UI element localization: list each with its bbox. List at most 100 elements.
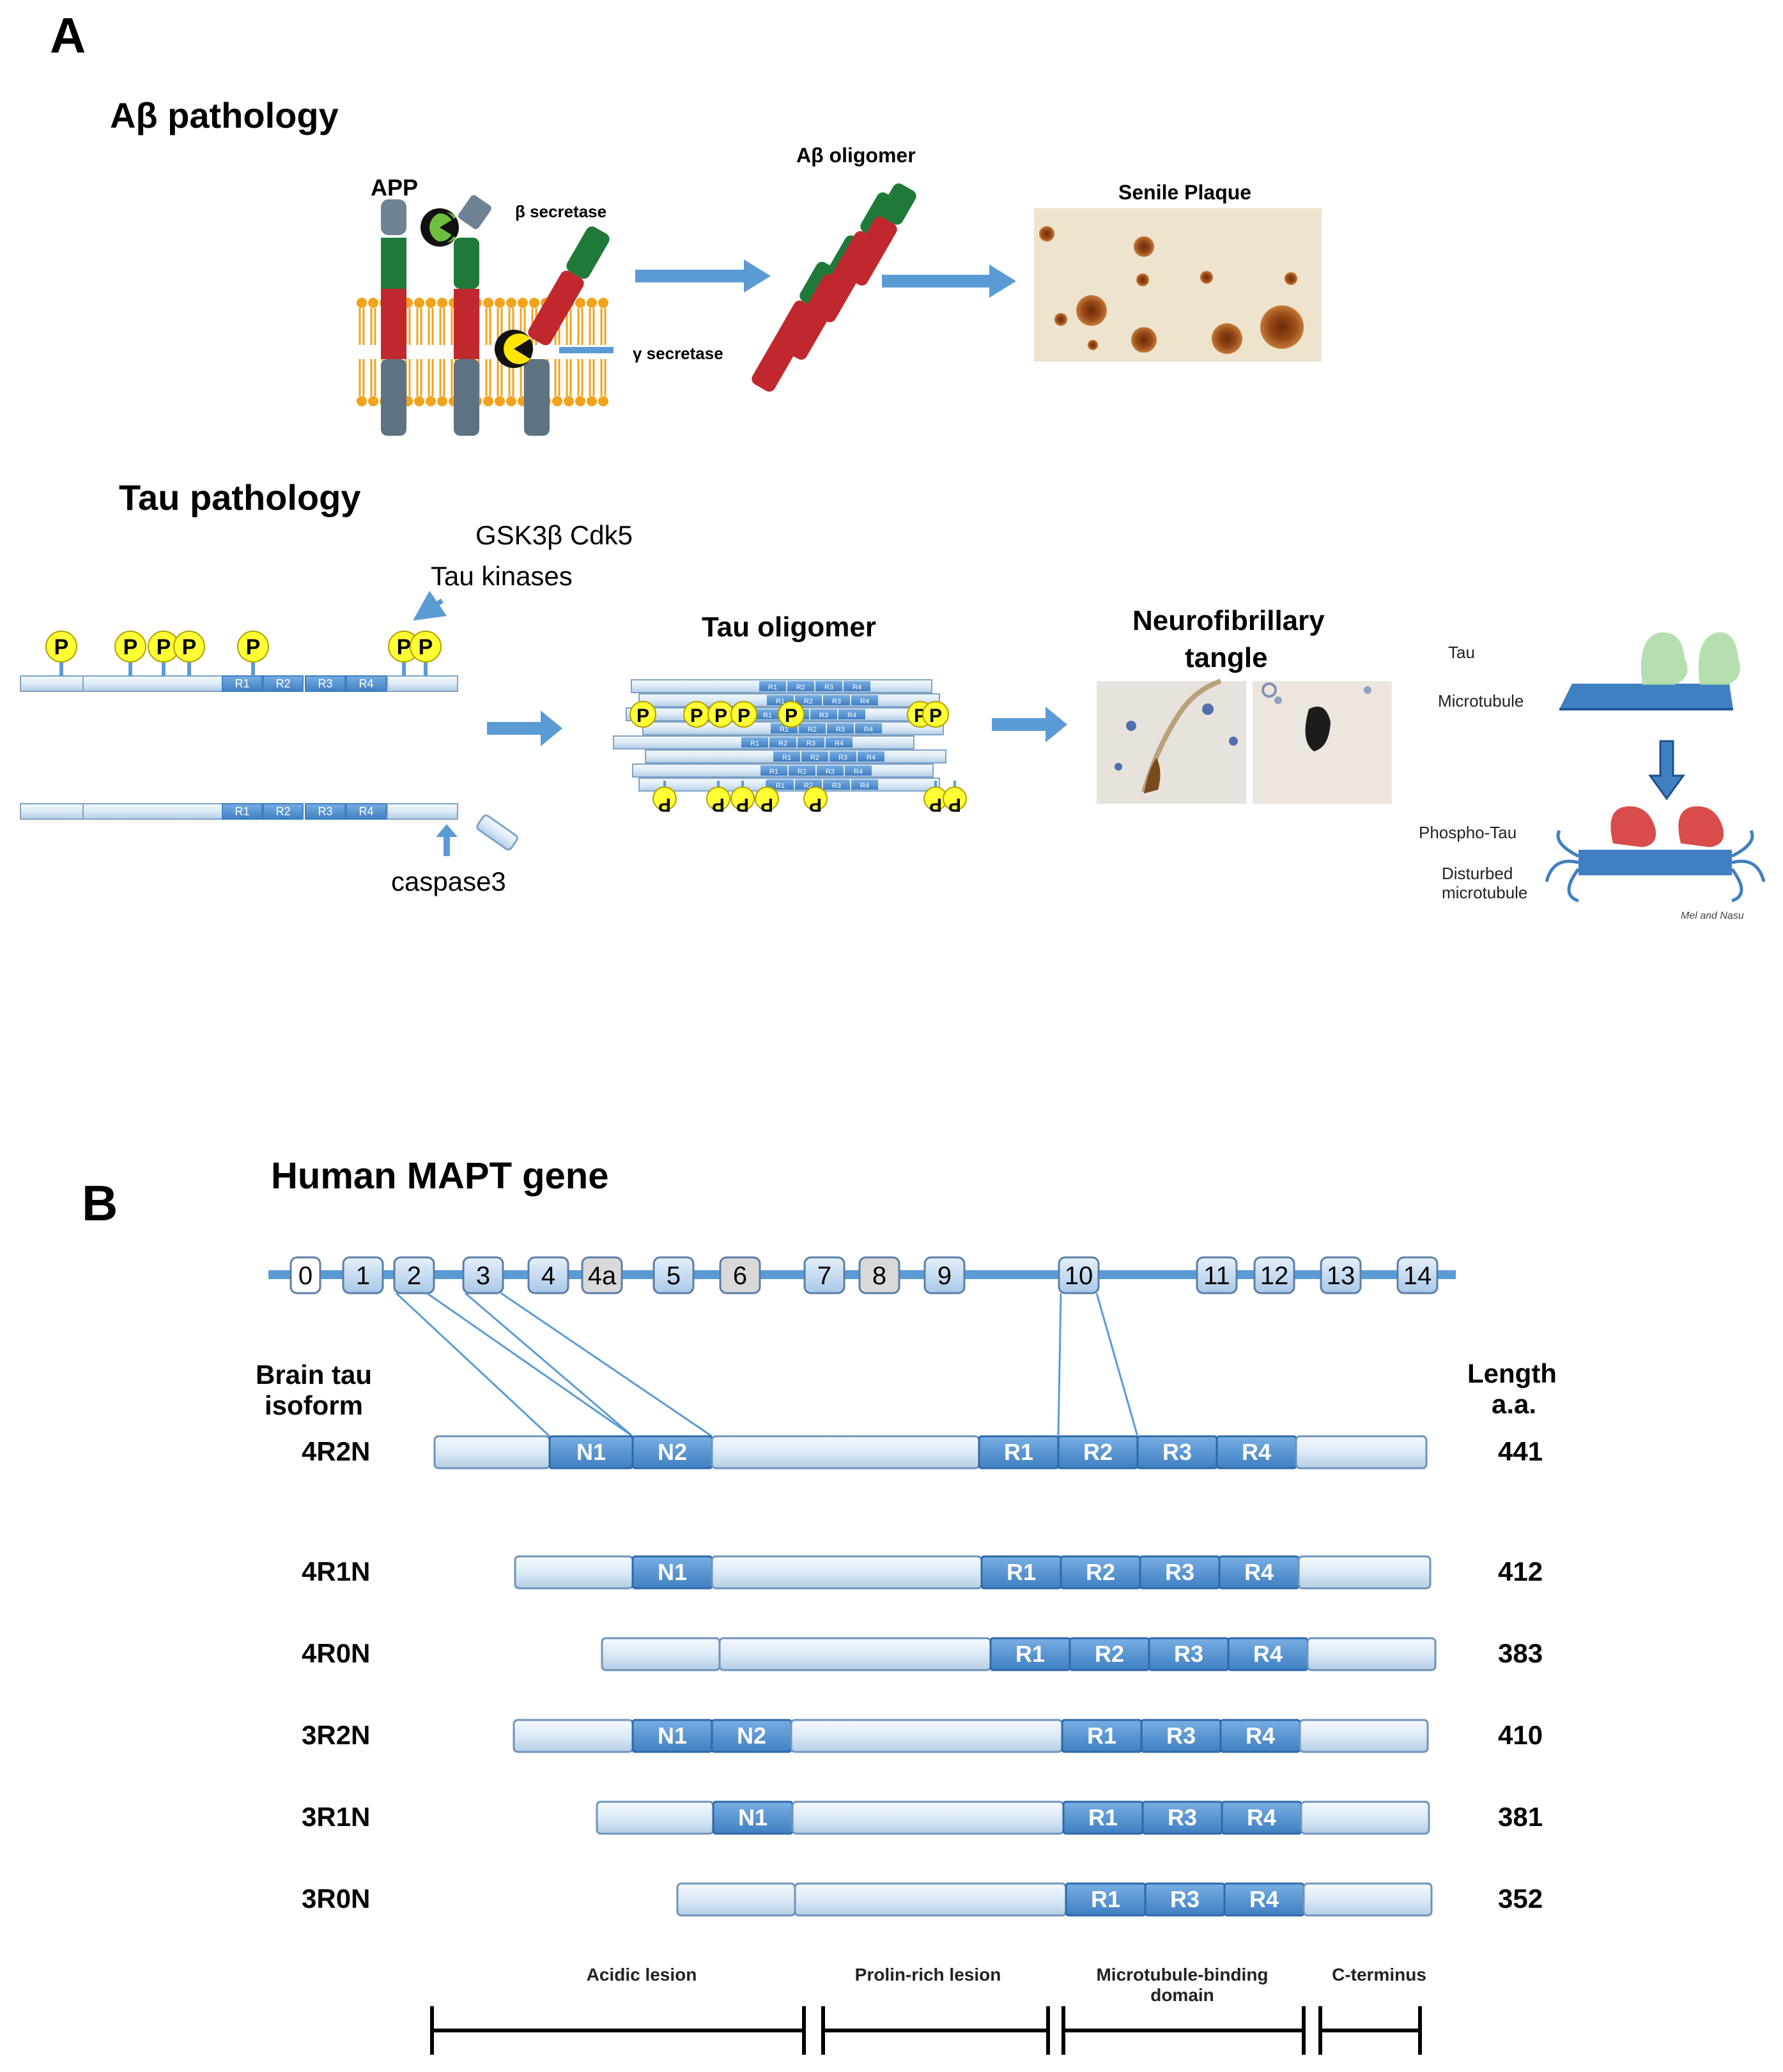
domain-label: R4 (1246, 1723, 1275, 1749)
panel-b-letter: B (82, 1175, 118, 1231)
oligomer-repeat (801, 751, 828, 762)
domain-label: N2 (658, 1439, 687, 1465)
isoform-segment (596, 1800, 714, 1835)
lipid-tail (439, 308, 445, 396)
app-stub-right (524, 359, 550, 436)
lipid-head (564, 396, 574, 406)
oligomer-repeat-label: R2 (810, 754, 819, 762)
isoform-name: 3R2N (302, 1720, 370, 1750)
lipid-head (414, 298, 424, 308)
kinases-line1: GSK3β Cdk5 (475, 520, 633, 550)
domain-label: N1 (738, 1804, 768, 1830)
mt-tau-label: Tau (1448, 643, 1475, 662)
oligomer-repeat (759, 681, 786, 691)
exon-connectors (395, 1292, 1139, 1438)
oligomer-phospho-label-inverted: P (948, 794, 961, 815)
oligomer-repeat (767, 779, 794, 790)
oligomer-phospho-site (652, 787, 677, 811)
oligomer-phospho-site (943, 787, 967, 811)
tau-oligomer-label: Tau oligomer (702, 611, 876, 643)
exon-label: 4 (541, 1262, 555, 1290)
domain-label: R3 (1165, 1559, 1194, 1585)
oligomer-repeat-label: R2 (804, 698, 813, 705)
exon-13 (1320, 1256, 1362, 1294)
region-cterm-label: C-terminus (1332, 1965, 1426, 1984)
isoform-segment (1306, 1637, 1437, 1671)
phospho-tau-chain-segment (82, 675, 223, 692)
cleaved-tau-chain-repeat-label: R4 (359, 805, 373, 818)
isoform-name: 3R0N (302, 1884, 370, 1914)
exon-label: 0 (298, 1262, 313, 1290)
oligomer-repeat-label: R4 (854, 768, 863, 776)
lipid-tail (416, 308, 422, 396)
exon-label: 12 (1260, 1262, 1289, 1290)
isoform-segment (1300, 1800, 1430, 1835)
exon-3 (462, 1256, 504, 1294)
region-mtbd-label: Microtubule-binding (1096, 1965, 1268, 1984)
oligomer-repeat (845, 765, 872, 776)
region-proline-label: Prolin-rich lesion (855, 1965, 1001, 1984)
isoform-segment (791, 1800, 1065, 1835)
mt-microtubule-label: Microtubule (1438, 691, 1524, 710)
oligomer-repeat-label: R3 (838, 754, 847, 762)
mt-disturbed-line2: microtubule (1442, 883, 1527, 902)
oligomer-repeat-label: R1 (782, 754, 791, 762)
oligomer-repeat (838, 709, 865, 719)
oligomer-phospho-site (706, 787, 730, 811)
phospho-tau-chain-segment (20, 675, 84, 692)
isoform-length: 441 (1498, 1436, 1543, 1466)
phospho-tau-chain-repeat-label: R1 (235, 677, 249, 690)
phospho-label: P (157, 635, 171, 659)
exon-6 (719, 1256, 761, 1294)
cleaved-tau-chain-segment (387, 803, 458, 820)
phospho-tau-chain-segment (387, 675, 458, 692)
lipid-head (495, 298, 505, 308)
arrow-to-tau-oligomer (487, 710, 562, 746)
oligomer-repeat-label: R1 (776, 782, 785, 790)
oligomer-repeat (823, 695, 850, 705)
domain-label: R1 (1088, 1804, 1118, 1830)
oligomer-repeat-label: R1 (780, 726, 789, 733)
cleaved-tau-chain-segment (82, 803, 223, 820)
oligomer-repeat (787, 681, 814, 691)
exon-label: 11 (1203, 1262, 1230, 1290)
lipid-tail (520, 308, 526, 396)
isoform-segment (514, 1555, 634, 1590)
phospho-tau-disturbed-microtubule (1545, 806, 1766, 903)
exon-1 (342, 1256, 384, 1294)
cleaved-tau-chain-repeat-r2 (263, 803, 304, 820)
exon-connector (465, 1292, 633, 1438)
domain-label: R3 (1162, 1439, 1192, 1465)
phospho-label: P (54, 635, 69, 659)
oligomer-repeat-label: R2 (798, 768, 807, 776)
isoform-segment (676, 1882, 796, 1917)
exon-label: 10 (1065, 1262, 1093, 1290)
lipid-head (483, 396, 493, 406)
kinases-line2: Tau kinases (431, 561, 573, 591)
exon-label: 4a (588, 1262, 617, 1290)
cleaved-tau-fragment (476, 814, 518, 851)
lipid-tail (600, 308, 606, 396)
oligomer-repeat-label: R3 (836, 726, 845, 733)
exon-0 (289, 1256, 321, 1294)
domain-label: R2 (1095, 1641, 1124, 1667)
isoform-segment (1295, 1435, 1428, 1470)
oligomer-repeat-label: R4 (853, 684, 861, 691)
cleaved-abeta-fragment (528, 226, 610, 346)
isoform-segment (1302, 1882, 1433, 1917)
app-label: APP (371, 174, 418, 201)
lipid-tail (508, 308, 514, 396)
oligomer-phospho-label-inverted: P (929, 794, 942, 815)
caspase-arrow (436, 824, 458, 856)
phospho-label: P (419, 635, 433, 659)
oligomer-repeat-label: R4 (835, 740, 844, 748)
domain-label: R3 (1174, 1641, 1203, 1667)
exon-4a (581, 1256, 623, 1294)
cleaved-tau-chain-repeat-r4 (346, 803, 387, 820)
oligomer-repeat-label: R4 (867, 754, 876, 762)
